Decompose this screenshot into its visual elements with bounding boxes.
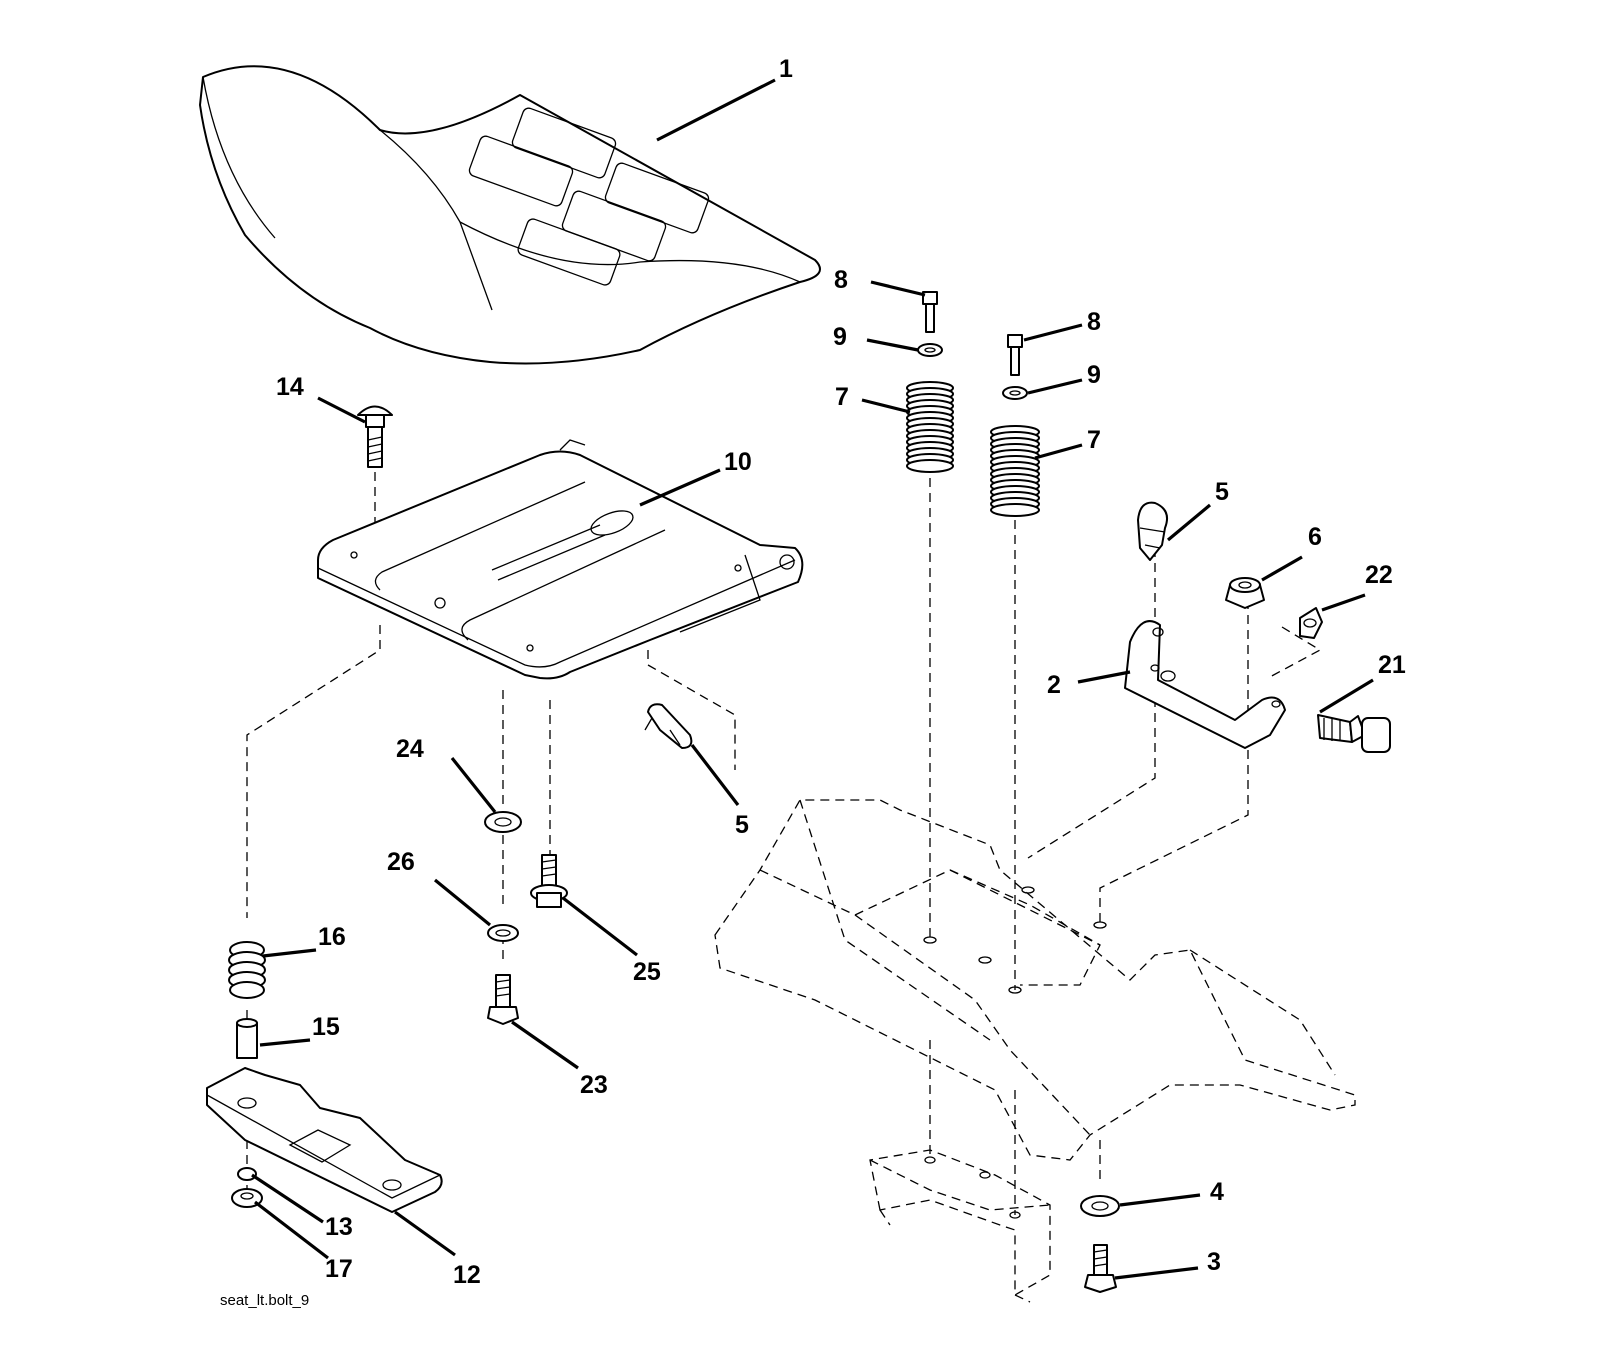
callout-9-left: 9	[833, 323, 847, 351]
callout-13: 13	[325, 1213, 353, 1241]
callout-14: 14	[276, 373, 304, 401]
assembly-dashed-lines	[246, 472, 1322, 1215]
washer-9-left-part	[917, 343, 943, 357]
cable-clip-lower-part	[644, 703, 693, 749]
nut-17-part	[231, 1188, 263, 1208]
callout-17: 17	[325, 1255, 353, 1283]
callout-8-left: 8	[834, 266, 848, 294]
bolt-8-left-part	[922, 291, 938, 333]
callout-16: 16	[318, 923, 346, 951]
knob-bolt-21-part	[1317, 714, 1391, 753]
leader-lines	[251, 78, 1374, 1280]
hex-bolt-23-part	[487, 974, 519, 1025]
frame-bracket-outline	[869, 1149, 1051, 1303]
washer-9-right-part	[1002, 386, 1028, 400]
spring-16-part	[228, 941, 266, 999]
callout-12: 12	[453, 1261, 481, 1289]
callout-1: 1	[779, 55, 793, 83]
callout-3: 3	[1207, 1248, 1221, 1276]
seat-part	[199, 65, 821, 365]
cable-clip-upper-part	[1137, 501, 1168, 561]
callout-8-right: 8	[1087, 308, 1101, 336]
callout-9-right: 9	[1087, 361, 1101, 389]
lock-washer-26-part	[487, 924, 519, 942]
callout-24: 24	[396, 735, 424, 763]
spring-coil	[990, 503, 1040, 517]
carriage-bolt-part	[357, 405, 393, 468]
callout-7-left: 7	[835, 383, 849, 411]
file-identifier: seat_lt.bolt_9	[220, 1292, 309, 1309]
callout-22: 22	[1365, 561, 1393, 589]
callout-5-lower: 5	[735, 811, 749, 839]
washer-24-part	[484, 811, 522, 833]
seat-pan-part	[317, 439, 804, 680]
mower-fender-outline	[714, 799, 1356, 1161]
callout-5-upper: 5	[1215, 478, 1229, 506]
spring-7-right-part	[990, 425, 1040, 517]
washer-4-part	[1080, 1195, 1120, 1217]
spacer-15-part	[236, 1018, 258, 1059]
flange-bolt-25-part	[530, 854, 568, 908]
callout-4: 4	[1210, 1178, 1224, 1206]
callout-26: 26	[387, 848, 415, 876]
callout-2: 2	[1047, 671, 1061, 699]
callout-21: 21	[1378, 651, 1406, 679]
callout-labels: 1 14 10 8 9 7 8 9 7 5 6 22 2 21 24 5 26 …	[276, 55, 1406, 1289]
spring-coil	[906, 459, 954, 473]
nut-6-part	[1225, 577, 1265, 609]
bracket-plate-12-part	[206, 1067, 443, 1213]
callout-6: 6	[1308, 523, 1322, 551]
bolt-8-right-part	[1007, 334, 1023, 376]
bracket-2-part	[1124, 620, 1286, 749]
hex-bolt-3-part	[1084, 1244, 1117, 1293]
callout-15: 15	[312, 1013, 340, 1041]
callout-10: 10	[724, 448, 752, 476]
callout-25: 25	[633, 958, 661, 986]
washer-13-part	[237, 1167, 257, 1181]
callout-7-right: 7	[1087, 426, 1101, 454]
callout-23: 23	[580, 1071, 608, 1099]
nut-22-part	[1299, 607, 1323, 639]
spring-7-left-part	[906, 381, 954, 473]
